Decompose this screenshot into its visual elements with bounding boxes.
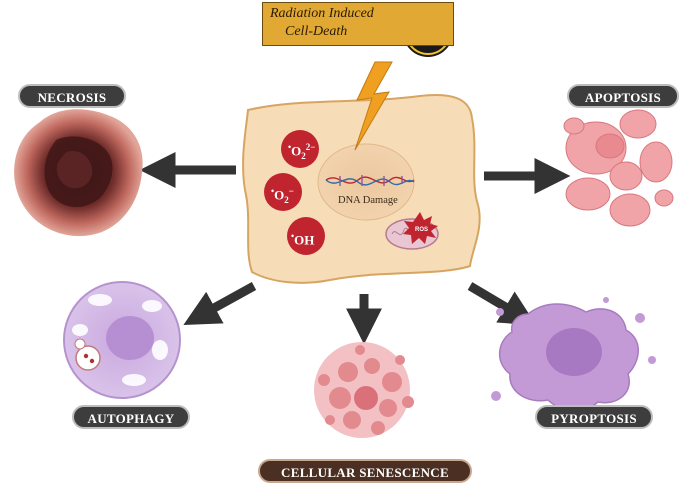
necrosis-label: NECROSIS (18, 84, 126, 108)
senescence-cell-illustration (314, 342, 414, 438)
mitochondrion-icon (385, 212, 439, 250)
arrow-to-autophagy (183, 282, 257, 325)
lightning-bolt-icon (354, 61, 393, 151)
nucleus (317, 143, 415, 221)
title-line-2: Cell-Death (285, 24, 348, 39)
autophagy-cell-illustration (63, 281, 181, 399)
title-box (262, 2, 454, 46)
ros-superoxide-2-circle (281, 130, 319, 168)
dna-damage-label: DNA Damage (338, 195, 398, 206)
title-line-1: Radiation Induced (270, 6, 374, 21)
ros-superoxide-label: •O2− (271, 186, 294, 205)
ros-superoxide-2-label: •O22− (288, 142, 316, 161)
apoptosis-label: APOPTOSIS (567, 84, 679, 108)
ros-hydroxyl-label: •OH (291, 231, 315, 248)
pyroptosis-label: PYROPTOSIS (535, 405, 653, 429)
apoptosis-cell-illustration (563, 109, 674, 227)
pyroptosis-cell-illustration (491, 297, 656, 416)
arrow-to-pyroptosis (467, 282, 537, 326)
necrosis-cell-illustration (14, 109, 143, 237)
ros-hydroxyl-circle (287, 217, 325, 255)
cellular-senescence-label: CELLULAR SENESCENCE (258, 459, 472, 483)
ros-superoxide-circle (264, 173, 302, 211)
dna-strand-icon (325, 175, 415, 186)
autophagy-label: AUTOPHAGY (72, 405, 190, 429)
mito-ros-tag: ROS (415, 227, 429, 233)
